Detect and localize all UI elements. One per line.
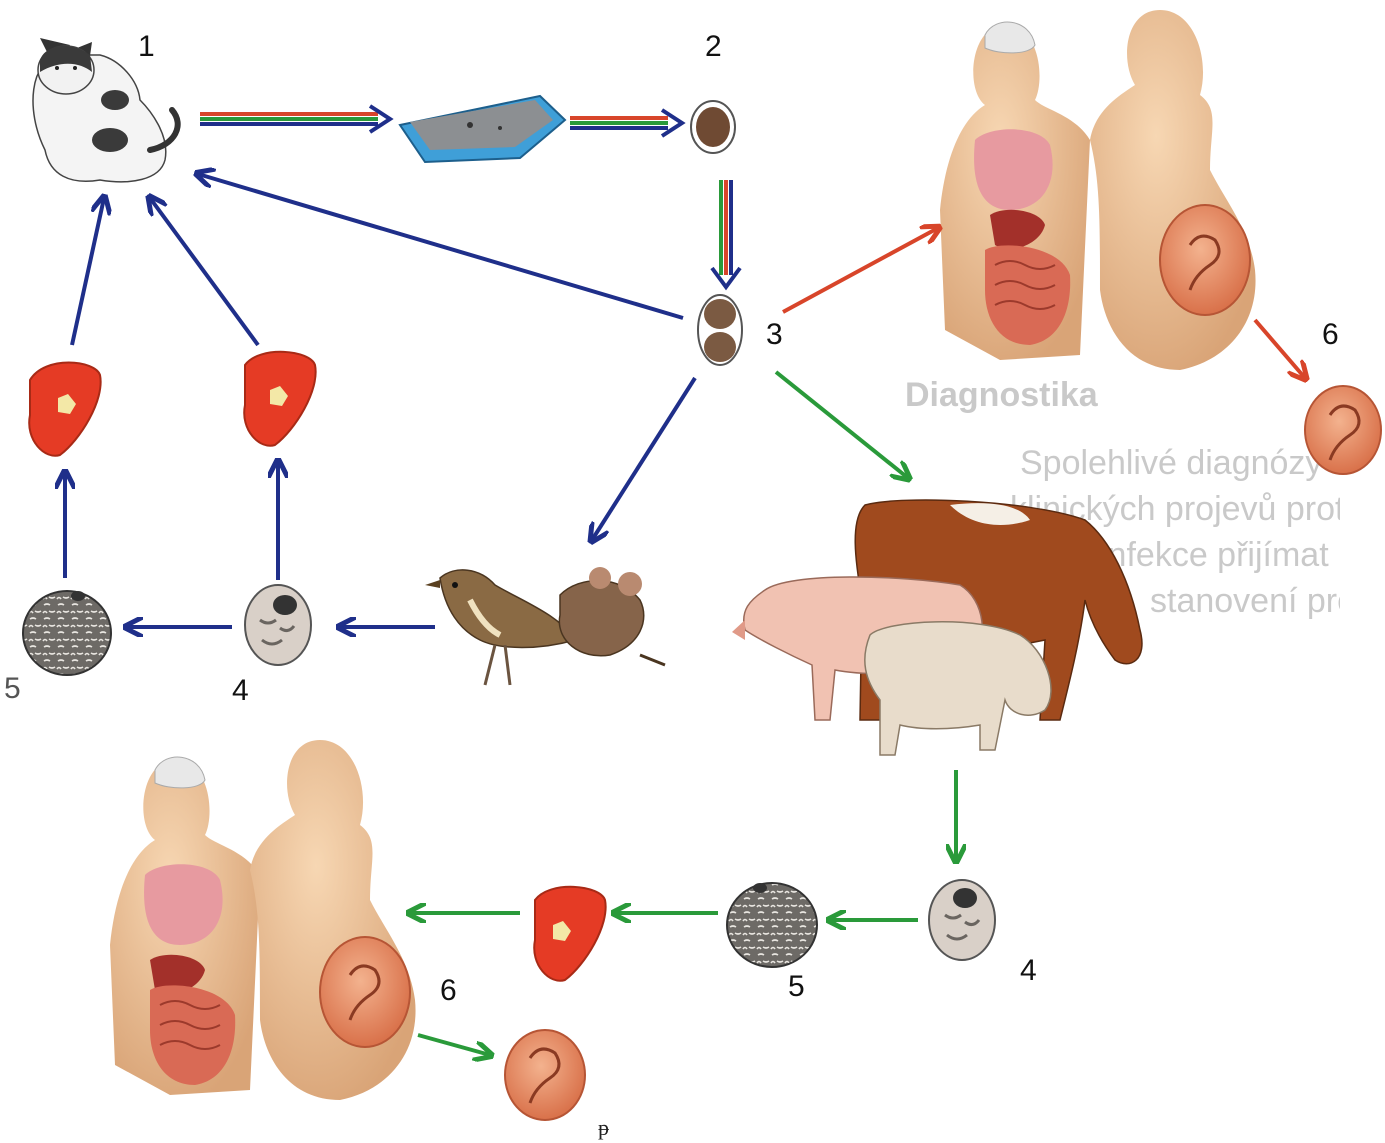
oocyst-release-arrow bbox=[570, 110, 682, 136]
bradyzoite-cyst-left bbox=[23, 591, 111, 675]
sporulation-arrow bbox=[712, 180, 740, 287]
stage-label-5-right: 5 bbox=[788, 970, 805, 1003]
cat-illustration bbox=[33, 38, 178, 182]
livestock-illustration bbox=[732, 500, 1142, 755]
human-couple-bottom bbox=[110, 740, 416, 1100]
tissue-cyst-left bbox=[245, 585, 311, 665]
arrow-to-fetus-bottom bbox=[418, 1035, 490, 1055]
stage-label-6-top: 6 bbox=[1322, 318, 1339, 351]
human-couple-top bbox=[940, 10, 1256, 370]
sporulated-oocyst bbox=[698, 295, 742, 365]
arrow-oocyst-to-cat bbox=[198, 174, 683, 318]
stage-label-3: 3 bbox=[766, 318, 783, 351]
bird-and-mouse-illustration bbox=[425, 567, 665, 685]
stage-label-2: 2 bbox=[705, 30, 722, 63]
arrow-oocyst-to-human-top bbox=[783, 228, 938, 312]
meat-right bbox=[534, 887, 605, 981]
stage-label-5-left: 5 bbox=[4, 672, 21, 705]
unsporulated-oocyst bbox=[691, 101, 735, 153]
feces-arrow bbox=[200, 106, 390, 132]
meat-middle bbox=[244, 352, 315, 446]
fetus-bottom bbox=[505, 1030, 585, 1120]
arrow-oocyst-to-rodent bbox=[592, 378, 695, 540]
litter-box-illustration bbox=[400, 96, 565, 162]
footnote-mark: ᵽ bbox=[598, 1115, 609, 1140]
arrow-oocyst-to-livestock bbox=[776, 372, 908, 478]
arrow-meat-left-to-cat bbox=[72, 198, 104, 345]
arrow-meat-middle-to-cat bbox=[150, 198, 258, 345]
tissue-cyst-right bbox=[929, 880, 995, 960]
stage-label-4-left: 4 bbox=[232, 674, 249, 707]
bradyzoite-cyst-right bbox=[727, 883, 817, 967]
stage-label-4-right: 4 bbox=[1020, 954, 1037, 987]
fetus-top bbox=[1305, 386, 1381, 474]
arrow-to-fetus-top bbox=[1255, 320, 1305, 378]
stage-label-1: 1 bbox=[138, 30, 155, 63]
stage-label-6-bottom: 6 bbox=[440, 974, 457, 1007]
meat-left bbox=[29, 363, 100, 456]
